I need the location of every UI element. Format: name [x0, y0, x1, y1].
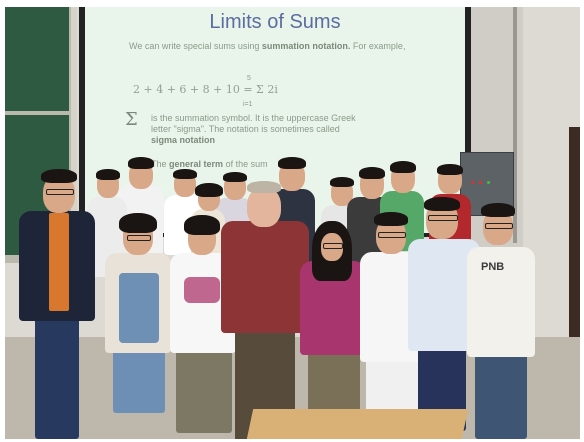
slide-formula: 2 + 4 + 6 + 8 + 10 = Σ 2i: [133, 83, 278, 96]
formula-lower-limit: i=1: [243, 101, 253, 108]
indicator-led-green: [487, 181, 490, 184]
term-bold: general term: [169, 159, 224, 169]
door: [569, 127, 580, 337]
shirt-print: PNB: [481, 261, 505, 273]
slide-intro-end: For example,: [352, 41, 406, 51]
sigma-symbol: Σ: [125, 109, 138, 130]
indicator-led-red-2: [479, 181, 482, 184]
group-photo: Limits of Sums We can write special sums…: [5, 7, 580, 439]
indicator-led-red: [471, 181, 474, 184]
slide-title: Limits of Sums: [209, 11, 341, 33]
slide-intro-bold: summation notation.: [261, 41, 351, 51]
sigma-bold: sigma notation: [151, 135, 216, 145]
sigma-line-2: letter "sigma". The notation is sometime…: [151, 124, 340, 134]
chalkboard-divider: [5, 111, 69, 115]
sigma-line-1: is the summation symbol. It is the upper…: [151, 113, 356, 123]
slide-intro: We can write special sums using summatio…: [129, 41, 449, 52]
formula-upper-limit: 5: [247, 75, 251, 82]
slide-general-term: The general term of the sum: [151, 159, 451, 170]
table: [246, 409, 469, 439]
wall-pipe: [513, 7, 517, 243]
slide-intro-text: We can write special sums using: [129, 41, 260, 51]
slide-sigma-explanation: is the summation symbol. It is the upper…: [151, 113, 451, 146]
term-suffix: of the sum: [225, 159, 268, 169]
term-prefix: The: [151, 159, 167, 169]
